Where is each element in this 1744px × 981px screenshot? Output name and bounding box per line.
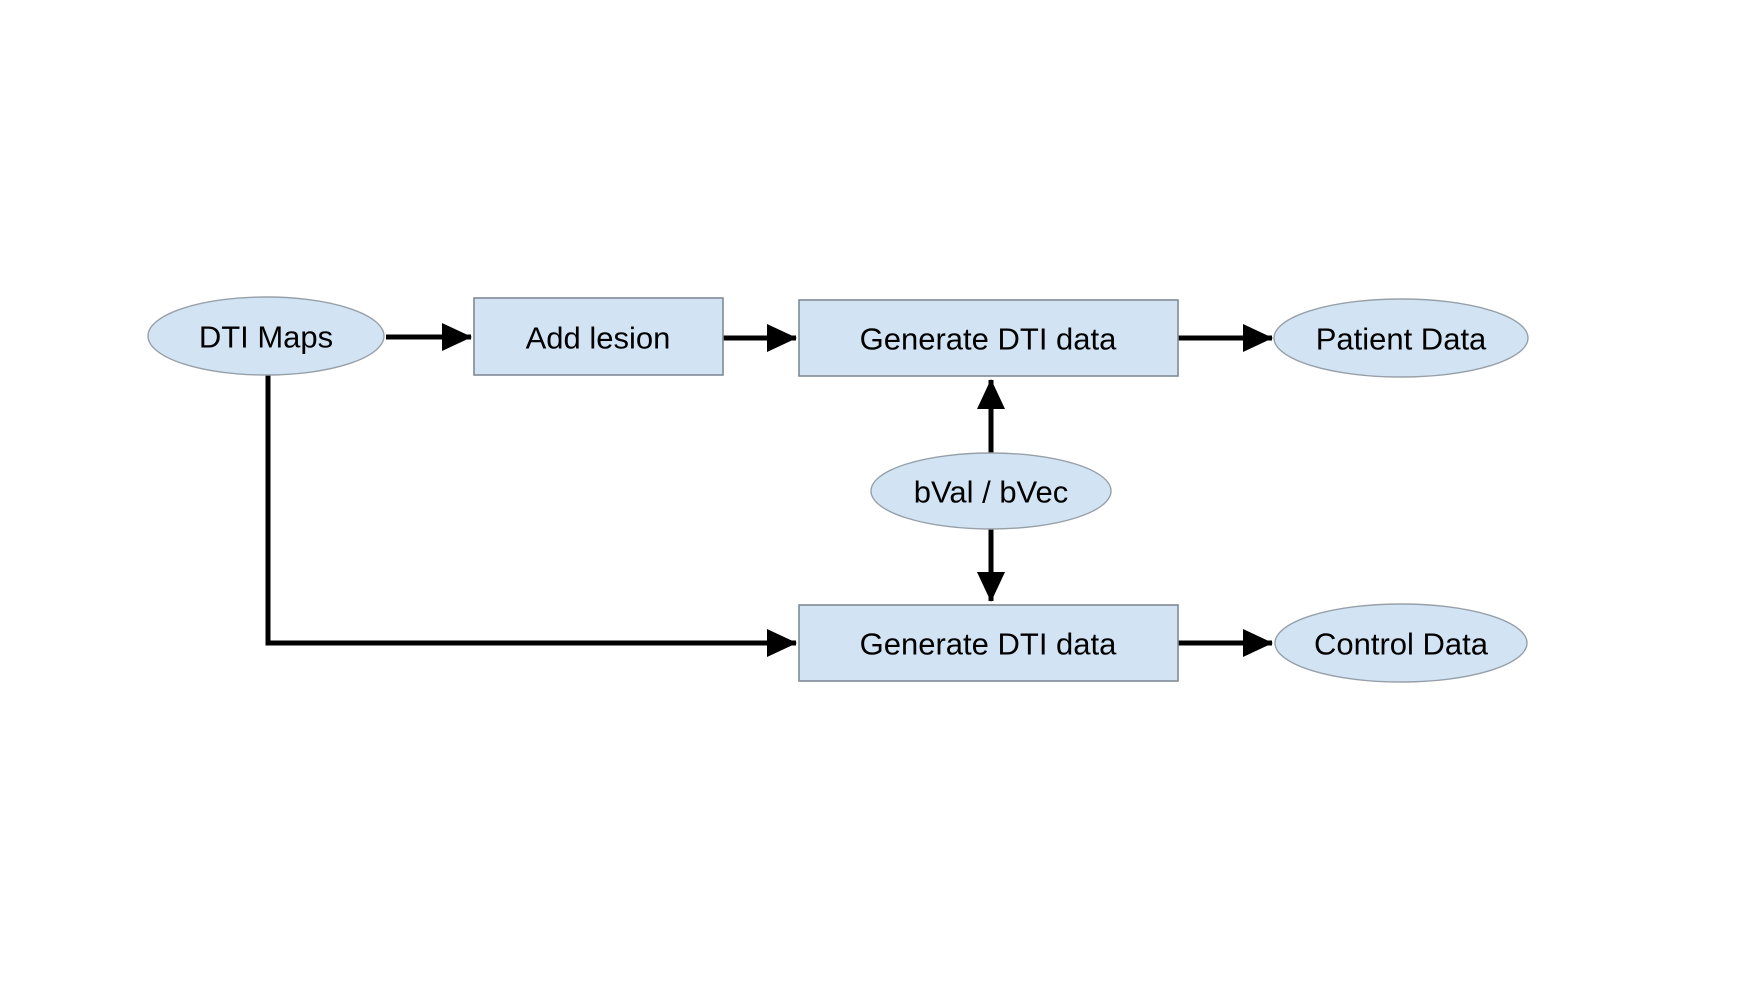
- patient-data-shape: [1273, 298, 1529, 378]
- control-data-label: Control Data: [1314, 627, 1489, 662]
- arrow-dti-maps-to-generate-dti-bottom: [265, 374, 797, 657]
- generate-dti-bottom-label: Generate DTI data: [860, 627, 1118, 662]
- node-generate-dti-top: Generate DTI data: [798, 299, 1179, 377]
- dti-maps-label: DTI Maps: [199, 320, 333, 355]
- node-patient-data: Patient Data: [1273, 298, 1529, 378]
- node-bval-bvec: bVal / bVec: [870, 452, 1112, 530]
- node-control-data: Control Data: [1274, 603, 1528, 683]
- dti-maps-shape: [147, 296, 385, 376]
- generate-dti-top-shape: [798, 299, 1179, 377]
- node-generate-dti-bottom: Generate DTI data: [798, 604, 1179, 682]
- control-data-shape: [1274, 603, 1528, 683]
- generate-dti-top-label: Generate DTI data: [860, 322, 1118, 357]
- bval-bvec-shape: [870, 452, 1112, 530]
- add-lesion-label: Add lesion: [526, 321, 671, 356]
- node-dti-maps: DTI Maps: [147, 296, 385, 376]
- patient-data-label: Patient Data: [1316, 322, 1487, 357]
- generate-dti-bottom-shape: [798, 604, 1179, 682]
- add-lesion-shape: [473, 297, 724, 376]
- bval-bvec-label: bVal / bVec: [914, 475, 1069, 510]
- node-add-lesion: Add lesion: [473, 297, 724, 376]
